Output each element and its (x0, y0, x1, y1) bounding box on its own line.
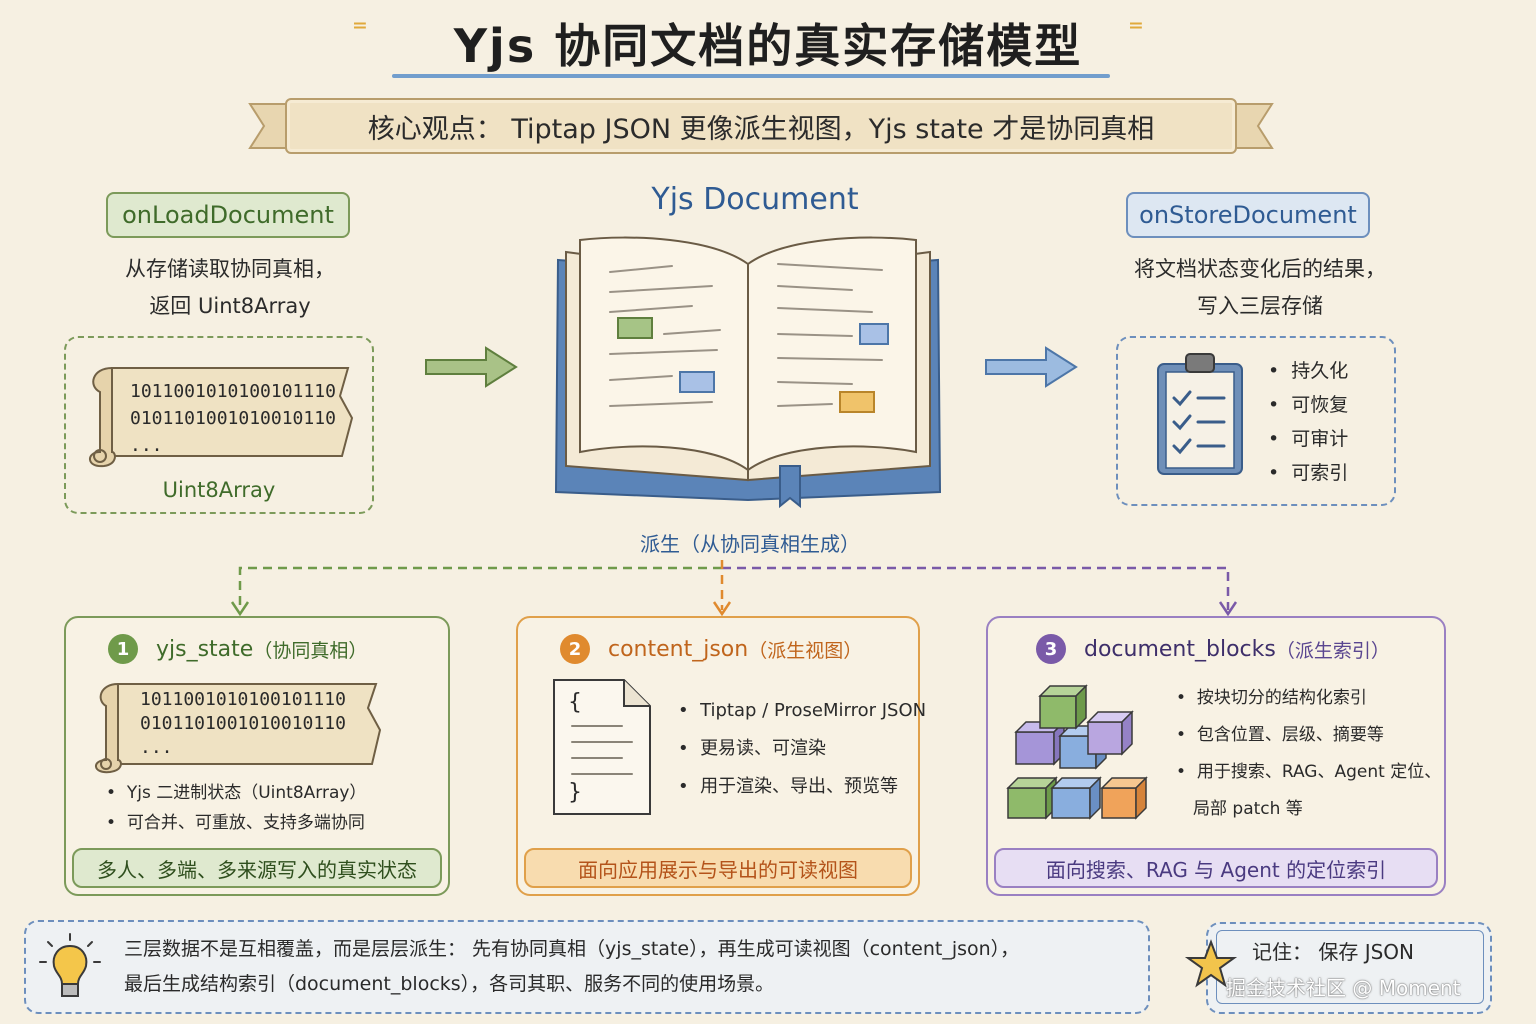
storage-benefits-list: • 持久化 • 可恢复 • 可审计 • 可索引 (1268, 354, 1348, 490)
title-underline (392, 74, 1110, 78)
json-close-brace: } (568, 780, 582, 805)
page-title: Yjs 协同文档的真实存储模型 (453, 19, 1083, 73)
step-number-2: 2 (560, 634, 590, 664)
list-item: • 按块切分的结构化索引 (1176, 688, 1367, 708)
onstore-document-tag: onStoreDocument (1126, 192, 1370, 238)
card-content-json-title: 2 content_json （派生视图） (560, 634, 862, 664)
step-number-1: 1 (108, 634, 138, 664)
watermark-text: 掘金技术社区 @ Moment (1226, 976, 1461, 1000)
list-item: • Tiptap / ProseMirror JSON (678, 700, 927, 721)
benefit-persist: • 持久化 (1268, 360, 1349, 382)
card-document-blocks-name: document_blocks (1084, 636, 1276, 662)
derive-label: 派生（从协同真相生成） (640, 532, 860, 556)
star-icon (1184, 939, 1238, 988)
summary-note-box (24, 920, 1150, 1014)
list-item: • 用于搜索、RAG、Agent 定位、 (1176, 762, 1442, 782)
card-binary-line-2: 0101101001010010110 (140, 713, 346, 734)
binary-line-3: ... (130, 435, 163, 456)
card-document-blocks-sub: （派生索引） (1275, 639, 1390, 662)
list-item: • 用于渲染、导出、预览等 (678, 776, 899, 797)
card-document-blocks-footer: 面向搜索、RAG 与 Agent 的定位索引 (994, 848, 1438, 888)
memo-box (1206, 922, 1492, 1014)
card-content-json-footer: 面向应用展示与导出的可读视图 (524, 848, 912, 888)
card-document-blocks-bullets: • 按块切分的结构化索引 • 包含位置、层级、摘要等 • 用于搜索、RAG、Ag… (1176, 680, 1441, 828)
card-binary-line-1: 1011001010100101110 (140, 689, 346, 710)
card-document-blocks-title: 3 document_blocks （派生索引） (1036, 634, 1390, 664)
uint8array-caption: Uint8Array (162, 478, 276, 502)
summary-note-line1: 三层数据不是互相覆盖，而是层层派生： 先有协同真相（yjs_state），再生成… (124, 938, 1020, 960)
card-content-json-sub: （派生视图） (748, 639, 863, 662)
onstore-description: 将文档状态变化后的结果， 写入三层存储 (1080, 251, 1440, 325)
benefit-audit: • 可审计 (1268, 428, 1349, 450)
list-item: • 更易读、可渲染 (678, 738, 827, 759)
card-yjs-state-bullets: • Yjs 二进制状态（Uint8Array） • 可合并、可重放、支持多端协同 (106, 778, 366, 838)
card-binary-text: 1011001010100101110 0101101001010010110 … (140, 688, 346, 760)
arrow-right-blue-icon (985, 346, 1078, 388)
card-yjs-state-sub: （协同真相） (253, 639, 368, 662)
summary-note-line2: 最后生成结构索引（document_blocks），各司其职、服务不同的使用场景… (124, 973, 775, 995)
scroll-icon (89, 366, 354, 468)
json-file-icon (553, 679, 651, 815)
onstore-desc-line2: 写入三层存储 (1197, 294, 1323, 318)
json-open-brace: { (568, 690, 582, 715)
memo-text: 记住： 保存 JSON (1252, 940, 1415, 964)
scroll-icon-small (95, 682, 382, 774)
list-item: 局部 patch 等 (1193, 799, 1303, 819)
stacked-blocks-icon (1006, 684, 1148, 820)
list-item: • Yjs 二进制状态（Uint8Array） (106, 783, 367, 803)
onload-desc-line2: 返回 Uint8Array (149, 294, 311, 318)
card-content-json-name: content_json (608, 636, 749, 662)
lightbulb-icon (39, 933, 101, 997)
list-item: • 可合并、可重放、支持多端协同 (106, 813, 365, 833)
step-number-3: 3 (1036, 634, 1066, 664)
benefit-index: • 可索引 (1268, 462, 1349, 484)
onload-document-tag: onLoadDocument (106, 192, 350, 238)
clipboard-checklist-icon (1157, 353, 1243, 475)
card-binary-line-3: ... (140, 737, 173, 758)
core-point-banner: 核心观点： Tiptap JSON 更像派生视图，Yjs state 才是协同真… (285, 98, 1237, 154)
list-item: • 包含位置、层级、摘要等 (1176, 725, 1384, 745)
sparkle-left-icon: ⁼ (352, 14, 368, 49)
card-yjs-state-footer: 多人、多端、多来源写入的真实状态 (72, 848, 442, 888)
onload-description: 从存储读取协同真相， 返回 Uint8Array (60, 251, 400, 325)
open-book-icon (554, 236, 942, 509)
binary-line-1: 1011001010100101110 (130, 381, 336, 402)
yjs-document-label: Yjs Document (651, 182, 859, 217)
arrow-right-green-icon (425, 346, 518, 388)
card-yjs-state-name: yjs_state (156, 636, 254, 662)
binary-text: 1011001010100101110 0101101001010010110 … (130, 378, 336, 459)
onstore-desc-line1: 将文档状态变化后的结果， (1134, 257, 1386, 281)
uint8array-box (64, 336, 374, 514)
binary-line-2: 0101101001010010110 (130, 408, 336, 429)
storage-benefits-box (1116, 336, 1396, 506)
card-content-json-bullets: • Tiptap / ProseMirror JSON • 更易读、可渲染 • … (678, 692, 926, 806)
sparkle-right-icon: ⁼ (1128, 14, 1144, 49)
onload-desc-line1: 从存储读取协同真相， (125, 257, 335, 281)
card-yjs-state-title: 1 yjs_state （协同真相） (108, 634, 367, 664)
summary-note-text: 三层数据不是互相覆盖，而是层层派生： 先有协同真相（yjs_state），再生成… (124, 932, 1019, 1002)
benefit-recover: • 可恢复 (1268, 394, 1349, 416)
